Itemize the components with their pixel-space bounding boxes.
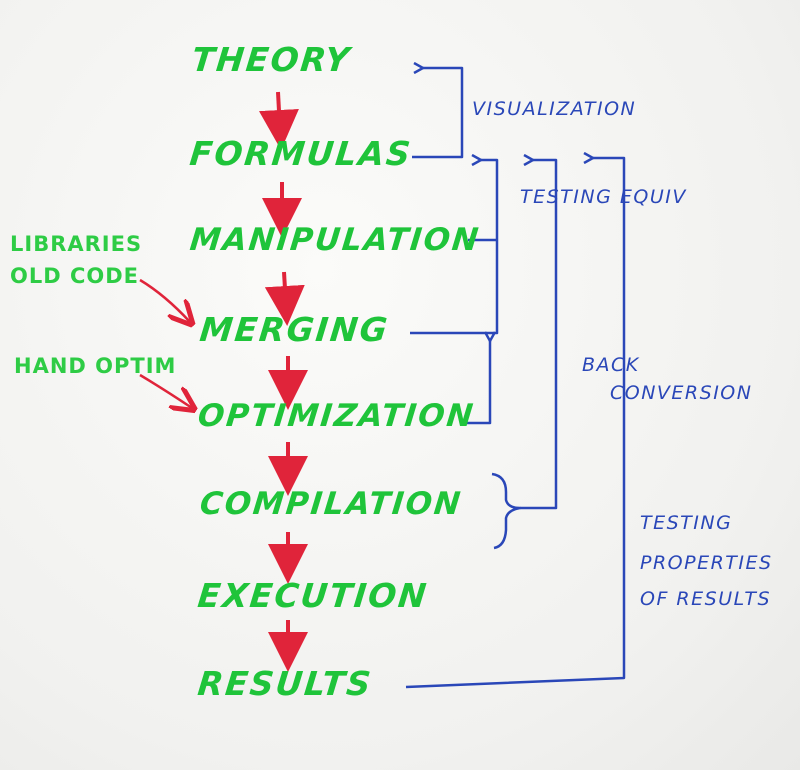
visualization-loop (412, 68, 464, 159)
stage-results: RESULTS (195, 664, 375, 703)
optimization-link (462, 340, 490, 425)
note-back: BACK (582, 354, 640, 376)
libraries-arrow (139, 278, 190, 322)
stage-compilation: COMPILATION (198, 486, 464, 522)
stage-execution: EXECUTION (195, 576, 431, 615)
flow-arrow-1 (258, 91, 299, 150)
stage-manipulation: MANIPULATION (188, 222, 482, 258)
note-visualization: VISUALIZATION (472, 98, 637, 120)
note-of-results: OF RESULTS (640, 588, 772, 610)
results-loop (405, 158, 626, 689)
note-testing-equiv: TESTING EQUIV (520, 186, 687, 208)
back-conversion-loop (520, 160, 558, 510)
note-conversion: CONVERSION (610, 382, 753, 404)
merging-link (410, 160, 499, 335)
hand-optim-arrow (139, 373, 192, 408)
input-hand-optim: HAND OPTIM (14, 354, 177, 378)
stage-formulas: FORMULAS (187, 134, 415, 173)
compilation-brace (491, 472, 522, 550)
note-properties: PROPERTIES (640, 552, 773, 574)
stage-theory: THEORY (189, 40, 354, 79)
input-libraries: LIBRARIES (10, 232, 143, 256)
stage-merging: MERGING (197, 310, 391, 349)
note-testing: TESTING (640, 512, 733, 534)
input-old-code: OLD CODE (10, 264, 140, 288)
flow-arrow-3 (264, 271, 305, 326)
stage-optimization: OPTIMIZATION (196, 398, 477, 434)
